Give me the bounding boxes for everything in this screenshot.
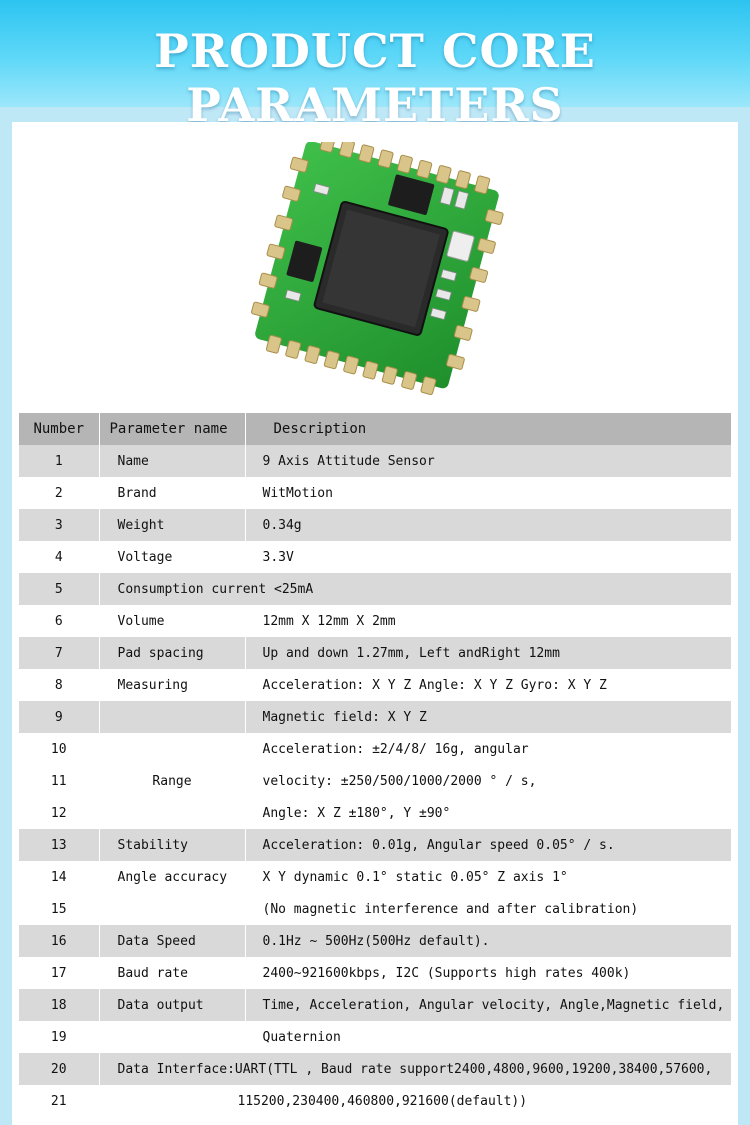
header-number: Number xyxy=(19,413,100,445)
row-number: 6 xyxy=(19,605,100,637)
row-number: 3 xyxy=(19,509,100,541)
row-description: 0.34g xyxy=(245,509,732,541)
row-description: Magnetic field: X Y Z xyxy=(245,701,732,733)
table-row: 19 Quaternion xyxy=(19,1021,732,1053)
table-row: 8 Measuring Acceleration: X Y Z Angle: X… xyxy=(19,669,732,701)
header-banner: PRODUCT CORE PARAMETERS xyxy=(0,0,750,132)
row-description: Acceleration: ±2/4/8/ 16g, angular xyxy=(245,733,732,765)
row-parameter: Data Speed xyxy=(99,925,246,957)
table-header-row: Number Parameter name Description xyxy=(19,413,732,445)
row-parameter-wide: Consumption current <25mA xyxy=(99,573,732,605)
table-row: 9 Magnetic field: X Y Z xyxy=(19,701,732,733)
row-number: 20 xyxy=(19,1053,100,1085)
row-parameter xyxy=(99,893,246,925)
row-description: Time, Acceleration, Angular velocity, An… xyxy=(245,989,732,1021)
row-description: 0.1Hz ~ 500Hz(500Hz default). xyxy=(245,925,732,957)
table-row: 17 Baud rate 2400~921600kbps, I2C (Suppo… xyxy=(19,957,732,989)
row-parameter-wide: 115200,230400,460800,921600(default)) xyxy=(99,1085,732,1117)
row-number: 9 xyxy=(19,701,100,733)
row-parameter-wide: Data Interface:UART(TTL , Baud rate supp… xyxy=(99,1053,732,1085)
row-parameter: Data Interface:UART(TTL , Baud rate supp… xyxy=(117,1062,713,1077)
table-row: 1 Name 9 Axis Attitude Sensor xyxy=(19,445,732,477)
row-parameter: Stability xyxy=(99,829,246,861)
row-parameter xyxy=(99,1021,246,1053)
table-row: 2 Brand WitMotion xyxy=(19,477,732,509)
table-row: 4 Voltage 3.3V xyxy=(19,541,732,573)
row-number: 18 xyxy=(19,989,100,1021)
parameters-table: Number Parameter name Description 1 Name… xyxy=(19,413,732,1117)
row-number: 5 xyxy=(19,573,100,605)
table-row: 13 Stability Acceleration: 0.01g, Angula… xyxy=(19,829,732,861)
row-number: 16 xyxy=(19,925,100,957)
row-description: Acceleration: X Y Z Angle: X Y Z Gyro: X… xyxy=(245,669,732,701)
row-parameter: Pad spacing xyxy=(99,637,246,669)
row-number: 8 xyxy=(19,669,100,701)
row-parameter: Name xyxy=(99,445,246,477)
header-description: Description xyxy=(245,413,732,445)
table-row: 12 Angle: X Z ±180°, Y ±90° xyxy=(19,797,732,829)
table-row: 15 (No magnetic interference and after c… xyxy=(19,893,732,925)
row-number: 11 xyxy=(19,765,100,797)
table-row: 11 Range velocity: ±250/500/1000/2000 ° … xyxy=(19,765,732,797)
table-row: 3 Weight 0.34g xyxy=(19,509,732,541)
row-parameter: Range xyxy=(99,765,246,797)
row-description: 12mm X 12mm X 2mm xyxy=(245,605,732,637)
row-number: 10 xyxy=(19,733,100,765)
row-description: Acceleration: 0.01g, Angular speed 0.05°… xyxy=(245,829,732,861)
row-parameter: Volume xyxy=(99,605,246,637)
row-number: 4 xyxy=(19,541,100,573)
row-number: 19 xyxy=(19,1021,100,1053)
row-number: 2 xyxy=(19,477,100,509)
row-description: 3.3V xyxy=(245,541,732,573)
row-parameter: Baud rate xyxy=(99,957,246,989)
row-number: 21 xyxy=(19,1085,100,1117)
sensor-module-image xyxy=(251,142,504,396)
row-description: (No magnetic interference and after cali… xyxy=(245,893,732,925)
table-row: 5 Consumption current <25mA xyxy=(19,573,732,605)
row-description: WitMotion xyxy=(245,477,732,509)
row-number: 14 xyxy=(19,861,100,893)
row-number: 7 xyxy=(19,637,100,669)
page-title: PRODUCT CORE PARAMETERS xyxy=(154,24,596,132)
table-row: 20 Data Interface:UART(TTL , Baud rate s… xyxy=(19,1053,732,1085)
row-parameter: 115200,230400,460800,921600(default)) xyxy=(237,1094,528,1109)
row-description: velocity: ±250/500/1000/2000 ° / s, xyxy=(245,765,732,797)
row-description: X Y dynamic 0.1° static 0.05° Z axis 1° xyxy=(245,861,732,893)
table-row: 16 Data Speed 0.1Hz ~ 500Hz(500Hz defaul… xyxy=(19,925,732,957)
row-number: 17 xyxy=(19,957,100,989)
row-description: Quaternion xyxy=(245,1021,732,1053)
row-number: 13 xyxy=(19,829,100,861)
table-row: 6 Volume 12mm X 12mm X 2mm xyxy=(19,605,732,637)
row-parameter: Weight xyxy=(99,509,246,541)
row-parameter: Angle accuracy xyxy=(99,861,246,893)
header-parameter-name: Parameter name xyxy=(99,413,246,445)
row-parameter: Voltage xyxy=(99,541,246,573)
row-description: 9 Axis Attitude Sensor xyxy=(245,445,732,477)
row-parameter: Brand xyxy=(99,477,246,509)
table-row: 18 Data output Time, Acceleration, Angul… xyxy=(19,989,732,1021)
row-parameter: Data output xyxy=(99,989,246,1021)
table-row: 14 Angle accuracy X Y dynamic 0.1° stati… xyxy=(19,861,732,893)
row-parameter xyxy=(99,797,246,829)
row-parameter xyxy=(99,733,246,765)
row-parameter: Consumption current <25mA xyxy=(117,582,314,597)
row-parameter xyxy=(99,701,246,733)
table-row: 7 Pad spacing Up and down 1.27mm, Left a… xyxy=(19,637,732,669)
table-row: 21 115200,230400,460800,921600(default)) xyxy=(19,1085,732,1117)
row-description: Angle: X Z ±180°, Y ±90° xyxy=(245,797,732,829)
row-number: 1 xyxy=(19,445,100,477)
row-description: 2400~921600kbps, I2C (Supports high rate… xyxy=(245,957,732,989)
row-number: 12 xyxy=(19,797,100,829)
row-description: Up and down 1.27mm, Left andRight 12mm xyxy=(245,637,732,669)
row-parameter: Measuring xyxy=(99,669,246,701)
row-number: 15 xyxy=(19,893,100,925)
table-row: 10 Acceleration: ±2/4/8/ 16g, angular xyxy=(19,733,732,765)
